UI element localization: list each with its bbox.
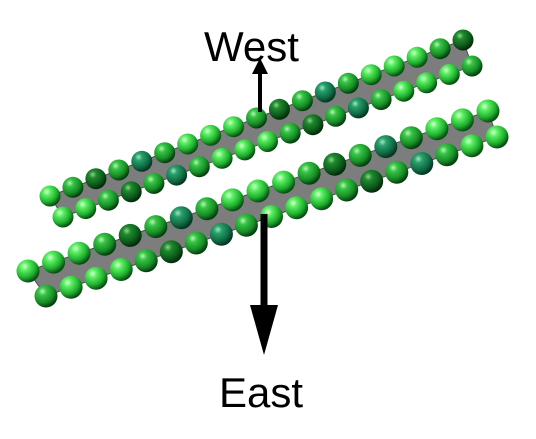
bead-upper-0-0 xyxy=(39,185,61,207)
bead-lower-0-0 xyxy=(16,259,40,283)
bead-lower-1-11 xyxy=(310,187,334,211)
bead-lower-0-17 xyxy=(450,108,474,132)
bead-lower-1-4 xyxy=(134,249,158,273)
bead-lower-0-11 xyxy=(297,161,321,185)
bead-lower-1-10 xyxy=(285,196,309,220)
bead-upper-1-16 xyxy=(416,72,438,94)
bead-upper-0-11 xyxy=(291,90,313,112)
bead-upper-1-7 xyxy=(211,147,233,169)
west-arrow-head xyxy=(252,58,268,74)
bead-upper-0-14 xyxy=(360,64,382,86)
bead-upper-0-2 xyxy=(85,168,107,190)
bead-upper-0-4 xyxy=(131,150,153,172)
bead-lower-0-7 xyxy=(195,197,219,221)
bead-lower-1-12 xyxy=(335,178,359,202)
bead-lower-0-4 xyxy=(118,223,142,247)
bead-upper-1-3 xyxy=(120,181,142,203)
bead-lower-1-13 xyxy=(360,169,384,193)
east-label: East xyxy=(219,369,304,416)
bead-lower-0-1 xyxy=(42,250,66,274)
bead-upper-1-4 xyxy=(143,172,165,194)
bead-upper-1-12 xyxy=(325,105,347,127)
bead-upper-1-0 xyxy=(52,206,74,228)
bead-upper-0-10 xyxy=(268,98,290,120)
west-label: West xyxy=(204,23,299,70)
bead-lower-1-6 xyxy=(184,231,208,255)
bead-upper-1-14 xyxy=(370,89,392,111)
bead-upper-0-13 xyxy=(337,72,359,94)
bead-lower-0-16 xyxy=(425,117,449,141)
bead-lower-0-12 xyxy=(323,152,347,176)
bead-upper-0-1 xyxy=(62,176,84,198)
bead-lower-0-8 xyxy=(220,188,244,212)
bead-upper-0-9 xyxy=(246,107,267,129)
bead-lower-1-1 xyxy=(59,275,83,299)
bead-lower-0-13 xyxy=(348,143,372,167)
bead-upper-1-9 xyxy=(257,131,278,152)
east-arrow-shaft xyxy=(260,214,268,305)
bead-lower-1-0 xyxy=(34,284,58,308)
bead-lower-1-15 xyxy=(410,152,434,175)
bead-lower-0-18 xyxy=(476,99,500,123)
bead-upper-1-8 xyxy=(234,139,256,161)
bead-upper-0-12 xyxy=(314,81,336,103)
east-arrow-head xyxy=(250,305,278,355)
bead-lower-0-3 xyxy=(93,232,117,256)
bead-upper-1-6 xyxy=(188,156,210,178)
bead-upper-1-10 xyxy=(279,122,301,144)
bead-upper-0-18 xyxy=(452,29,474,51)
bead-lower-0-10 xyxy=(272,170,296,194)
bead-upper-0-8 xyxy=(223,116,245,138)
bead-upper-1-5 xyxy=(166,164,188,186)
bead-lower-1-17 xyxy=(460,134,484,158)
bead-upper-1-13 xyxy=(347,97,369,119)
bead-upper-0-6 xyxy=(177,133,199,155)
bead-lower-0-5 xyxy=(144,215,168,239)
bead-upper-0-17 xyxy=(429,38,451,60)
bead-lower-1-5 xyxy=(159,240,183,264)
filament-beads xyxy=(16,29,509,308)
bead-lower-0-6 xyxy=(169,206,193,230)
bead-upper-0-16 xyxy=(406,46,428,68)
bead-lower-1-3 xyxy=(109,258,133,281)
west-arrow-shaft xyxy=(258,74,262,112)
bead-upper-1-17 xyxy=(438,63,460,85)
bead-lower-0-14 xyxy=(374,135,398,159)
bead-lower-1-18 xyxy=(485,125,509,149)
bead-upper-0-3 xyxy=(108,159,130,181)
bead-lower-0-9 xyxy=(246,179,270,203)
bead-upper-0-15 xyxy=(383,55,405,77)
bead-upper-1-11 xyxy=(302,114,324,136)
bead-upper-1-15 xyxy=(393,80,415,102)
bead-upper-1-18 xyxy=(461,55,483,77)
bead-lower-1-16 xyxy=(435,143,459,167)
bead-lower-0-15 xyxy=(399,126,423,150)
bead-lower-1-7 xyxy=(209,222,233,246)
bead-upper-1-2 xyxy=(97,189,119,211)
bead-lower-1-2 xyxy=(84,266,108,290)
bead-upper-0-5 xyxy=(154,142,176,164)
bead-lower-1-14 xyxy=(385,160,409,184)
bead-upper-1-1 xyxy=(75,198,97,220)
bead-lower-0-2 xyxy=(67,241,91,265)
direction-arrows xyxy=(250,58,278,355)
bead-upper-0-7 xyxy=(200,124,222,146)
bead-lower-1-8 xyxy=(234,213,258,237)
